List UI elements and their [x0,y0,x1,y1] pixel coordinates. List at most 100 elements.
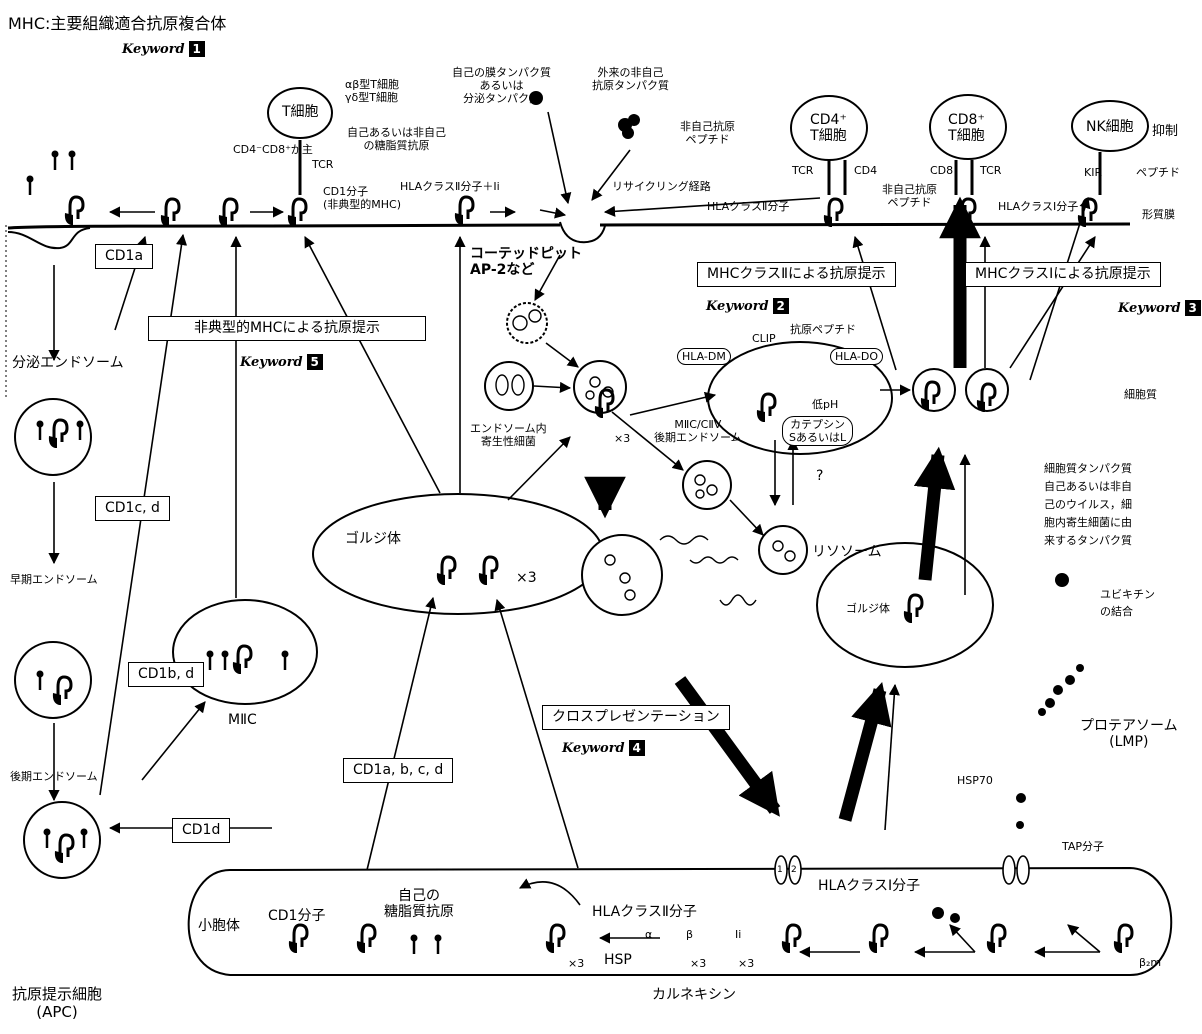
early-endosome-label: 早期エンドソーム [10,573,98,586]
secretory-endosome-label: 分泌エンドソーム [12,355,124,371]
clip-label: CLIP [752,332,776,345]
cd4-label: CD4 [854,164,877,177]
x3-label-er-2: ×3 [690,957,706,970]
tcr-label-3: TCR [980,164,1001,177]
hla-dm-label: HLA-DM [677,348,731,365]
peptide-label: ペプチド [1136,166,1180,179]
keyword-3-label: Keyword [1118,301,1181,316]
ii-label: Ii [735,928,741,941]
tap-1-label: 1 [777,864,783,877]
beta-label: β [686,928,693,941]
apc-label: 抗原提示細胞 (APC) [12,985,102,1021]
hla-do-label: HLA-DO [830,348,883,365]
hla2-molecule-label: HLAクラスⅡ分子 [707,200,789,213]
class2-vesicle [913,369,955,411]
antigen-blobs [529,91,1084,923]
hsp70-label: HSP70 [957,774,993,787]
self-glycolipid-label: 自己の 糖脂質抗原 [384,888,454,920]
bacteria-vesicle [485,362,533,410]
class1-vesicle [966,369,1008,411]
question-mark: ? [816,468,823,484]
hla2-li-label: HLAクラスⅡ分子＋Ii [400,180,500,193]
er-label: 小胞体 [198,918,240,934]
cytoplasm-label: 細胞質 [1124,388,1157,401]
kir-label: KIR [1084,166,1102,179]
late-endosome-label: 後期エンドソーム [10,770,98,783]
keyword-1-label: Keyword [122,42,185,57]
x3-label-a: ×3 [516,570,537,586]
low-ph-label: 低pH [812,398,838,411]
tcr-label-2: TCR [792,164,813,177]
cd8-t-cell-label: CD8⁺ T細胞 [948,112,985,144]
er-hla1-molecule-label: HLAクラスⅠ分子 [818,878,920,894]
er-cd1-molecule-label: CD1分子 [268,908,325,924]
cd1-molecule-label: CD1分子 (非典型的MHC) [323,185,401,211]
alpha-label: α [645,928,652,941]
plasma-membrane-label: 形質膜 [1142,208,1175,221]
keyword-3-number: 3 [1185,300,1201,316]
golgi-ellipse-2 [817,543,993,667]
coated-pit-label: コーテッドピット AP-2など [470,246,582,278]
nonself-peptide-label: 非自己抗原 ペプチド [680,120,735,146]
keyword-4: Keyword 4 [562,740,645,756]
keyword-3: Keyword 3 [1118,300,1201,316]
cd1cd-box: CD1c, d [95,496,170,521]
endosome-bacteria-label: エンドソーム内 寄生性細菌 [470,422,547,448]
recycling-label: リサイクリング経路 [612,180,711,193]
cd1abcd-box: CD1a, b, c, d [343,758,453,783]
cathepsin-label: カテプシン SあるいはL [782,416,853,446]
early-endosome-circle [15,642,91,718]
nonself-peptide-label-2: 非自己抗原 ペプチド [882,183,937,209]
golgi-label-2: ゴルジ体 [846,602,890,615]
mhc1-present-box: MHCクラスⅠによる抗原提示 [965,262,1161,287]
b2m-label: β₂m [1139,956,1161,969]
suppression-label: 抑制 [1152,124,1178,139]
keyword-4-number: 4 [629,740,645,756]
cross-presentation-box: クロスプレゼンテーション [542,705,730,730]
keyword-1-number: 1 [189,41,205,57]
ubiquitin-label: ユビキチン の結合 [1100,586,1155,620]
cd1a-box: CD1a [95,244,153,269]
keyword-2-number: 2 [773,298,789,314]
cyto-protein-label: 細胞質タンパク質 自己あるいは非自 己のウイルス，細 胞内寄生細菌に由 来するタ… [1044,460,1132,550]
keyword-2: Keyword 2 [706,298,789,314]
lysosome-label: リソソーム [812,544,882,560]
miic-label: MⅡC [228,712,257,728]
cd8-label: CD8 [930,164,953,177]
t-cell-label: T細胞 [282,104,319,120]
ab-gd-tcell-label: αβ型T細胞 γδ型T細胞 [345,78,399,104]
tap-label: TAP分子 [1062,840,1104,853]
hsp-label: HSP [604,952,632,968]
golgi-label-1: ゴルジ体 [345,531,401,547]
cd4-t-cell-label: CD4⁺ T細胞 [810,112,847,144]
foreign-protein-label: 外来の非自己 抗原タンパク質 [592,66,669,92]
antigen-peptide-label: 抗原ペプチド [790,323,856,336]
x3-label-er-1: ×3 [568,957,584,970]
tap-2-label: 2 [791,864,797,877]
keyword-5-label: Keyword [240,355,303,370]
coated-pit [560,222,605,242]
golgi-ellipse-1 [313,494,603,614]
self-nonself-lipid-label: 自己あるいは非自己 の糖脂質抗原 [347,126,446,152]
atypical-mhc-box: 非典型的MHCによる抗原提示 [148,316,426,341]
er-hla2-molecule-label: HLAクラスⅡ分子 [592,904,697,920]
self-membrane-label: 自己の膜タンパク質 あるいは 分泌タンパク質 [452,66,551,105]
page-title: MHC:主要組織適合抗原複合体 [8,14,226,33]
lysosome-vesicle-2 [759,526,807,574]
x3-label-b: ×3 [614,432,630,445]
nk-cell-label: NK細胞 [1086,119,1134,135]
cd1d-box: CD1d [172,818,230,843]
keyword-1: Keyword 1 [122,41,205,57]
proteasome-label: プロテアソーム (LMP) [1080,718,1178,750]
hla1-molecule-label: HLAクラスⅠ分子 [998,200,1078,213]
miic-ciiv-label: MⅡC/CⅡV 後期エンドソーム [654,418,742,444]
keyword-2-label: Keyword [706,299,769,314]
mhc2-present-box: MHCクラスⅡによる抗原提示 [697,262,896,287]
cd1bd-box: CD1b, d [128,662,204,687]
lysosome-vesicle-1 [683,461,731,509]
calnexin-label: カルネキシン [652,987,736,1003]
keyword-5-number: 5 [307,354,323,370]
miic-ellipse [173,600,317,704]
x3-label-er-3: ×3 [738,957,754,970]
